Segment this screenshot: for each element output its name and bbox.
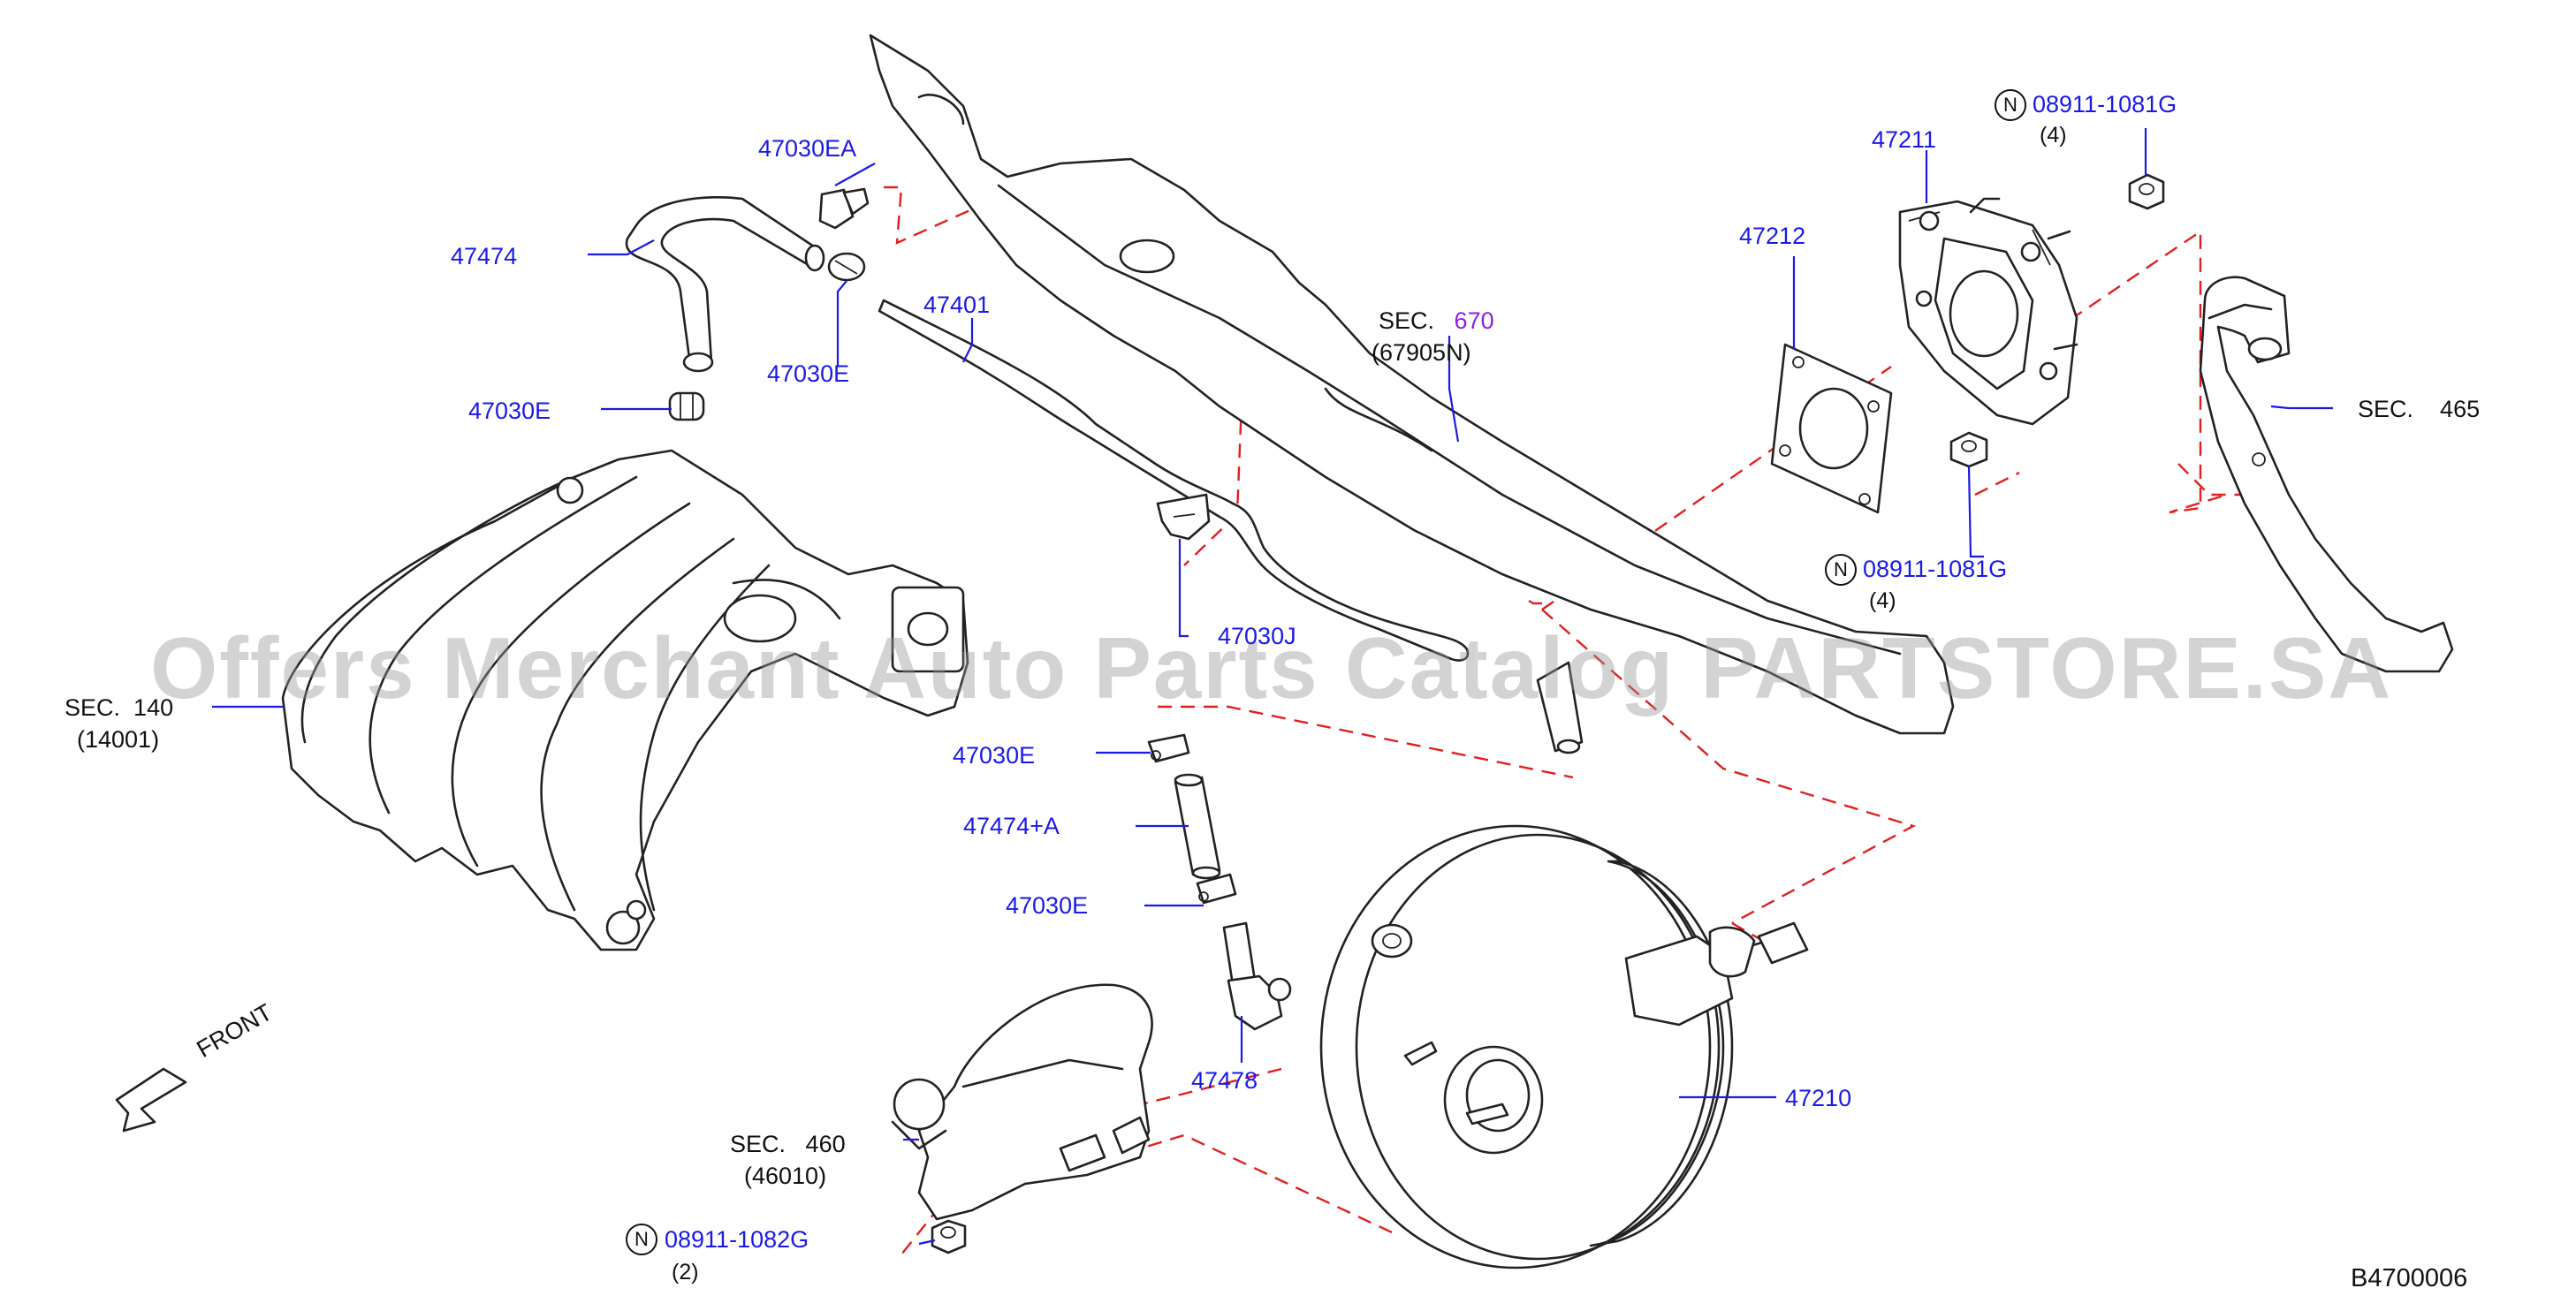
n-mark-icon-mid: N: [1825, 554, 1857, 586]
n-mark-icon-bottom: N: [626, 1224, 657, 1255]
sec-460-sub: (46010): [744, 1163, 827, 1189]
watermark: Offers Merchant Auto Parts Catalog PARTS…: [150, 619, 2393, 716]
brake-booster-47210[interactable]: [1319, 824, 1809, 1269]
sec-465-num: 465: [2440, 396, 2481, 422]
pedal-bracket-47211[interactable]: [1898, 197, 2078, 426]
clamp-47030E-top[interactable]: [827, 252, 866, 282]
n-mark-icon-top: N: [1995, 89, 2026, 121]
part-label-47030E-a[interactable]: 47030E: [468, 398, 551, 424]
fastener-qty-top: (4): [2040, 123, 2067, 148]
gasket-47212[interactable]: [1770, 343, 1893, 514]
clamp-47030E-left[interactable]: [668, 391, 705, 421]
part-label-47030E-b[interactable]: 47030E: [767, 360, 850, 387]
fastener-code-mid[interactable]: 08911-1081G: [1863, 556, 2008, 582]
leader-lines: [212, 128, 2333, 1246]
clip-47030J[interactable]: [1156, 493, 1211, 541]
fastener-qty-mid: (4): [1869, 588, 1896, 613]
intake-manifold[interactable]: [281, 449, 969, 951]
sec-460-label: SEC.: [730, 1131, 786, 1157]
sec-465-ref[interactable]: SEC. 465: [2358, 396, 2480, 422]
diagram-code: B4700006: [2351, 1264, 2468, 1292]
nut-bottom[interactable]: [931, 1219, 967, 1254]
front-arrow-icon: [115, 1067, 187, 1133]
connector-47030EA[interactable]: [818, 187, 870, 230]
sec-460-ref[interactable]: SEC. 460: [730, 1131, 846, 1157]
part-label-47030J[interactable]: 47030J: [1218, 623, 1296, 649]
sec-460-num: 460: [805, 1131, 846, 1157]
master-cylinder[interactable]: [891, 983, 1153, 1221]
sec-670-label: SEC.: [1379, 307, 1435, 334]
sec-140-label: SEC.: [65, 694, 121, 721]
part-label-47401[interactable]: 47401: [923, 292, 991, 318]
fastener-qty-bottom: (2): [672, 1260, 699, 1284]
sec-140-ref[interactable]: SEC. 140: [65, 694, 173, 721]
part-label-47210[interactable]: 47210: [1785, 1085, 1852, 1111]
vacuum-tube-47401[interactable]: [878, 299, 1584, 754]
brake-pedal[interactable]: [2199, 276, 2454, 673]
clamp-47030E-d[interactable]: [1196, 873, 1237, 905]
dash-panel-bracket[interactable]: [869, 34, 1955, 735]
sec-140-sub: (14001): [77, 726, 160, 753]
sec-140-num: 140: [133, 694, 174, 721]
clamp-47030E-c[interactable]: [1147, 733, 1190, 763]
part-label-47211[interactable]: 47211: [1872, 126, 1937, 153]
check-valve-47478[interactable]: [1222, 921, 1292, 1031]
fastener-code-top[interactable]: 08911-1081G: [2033, 91, 2177, 117]
part-label-47478[interactable]: 47478: [1191, 1067, 1258, 1094]
nut-top[interactable]: [2128, 173, 2165, 210]
part-label-47030E-c[interactable]: 47030E: [953, 742, 1036, 769]
part-label-47474A[interactable]: 47474+A: [963, 813, 1060, 839]
vacuum-hose-47474[interactable]: [625, 196, 825, 373]
hose-47474A[interactable]: [1174, 773, 1221, 880]
sec-465-label: SEC.: [2358, 396, 2414, 422]
fastener-code-bottom[interactable]: 08911-1082G: [665, 1226, 809, 1253]
sec-670-sub: (67905N): [1372, 339, 1471, 366]
part-label-47030E-d[interactable]: 47030E: [1006, 892, 1089, 919]
part-label-47030EA[interactable]: 47030EA: [758, 135, 857, 162]
sec-670-num: 670: [1454, 307, 1494, 334]
part-label-47474[interactable]: 47474: [451, 243, 518, 269]
part-label-47212[interactable]: 47212: [1739, 223, 1806, 249]
nut-mid[interactable]: [1949, 431, 1988, 468]
sec-670-ref[interactable]: SEC. 670: [1379, 307, 1494, 334]
